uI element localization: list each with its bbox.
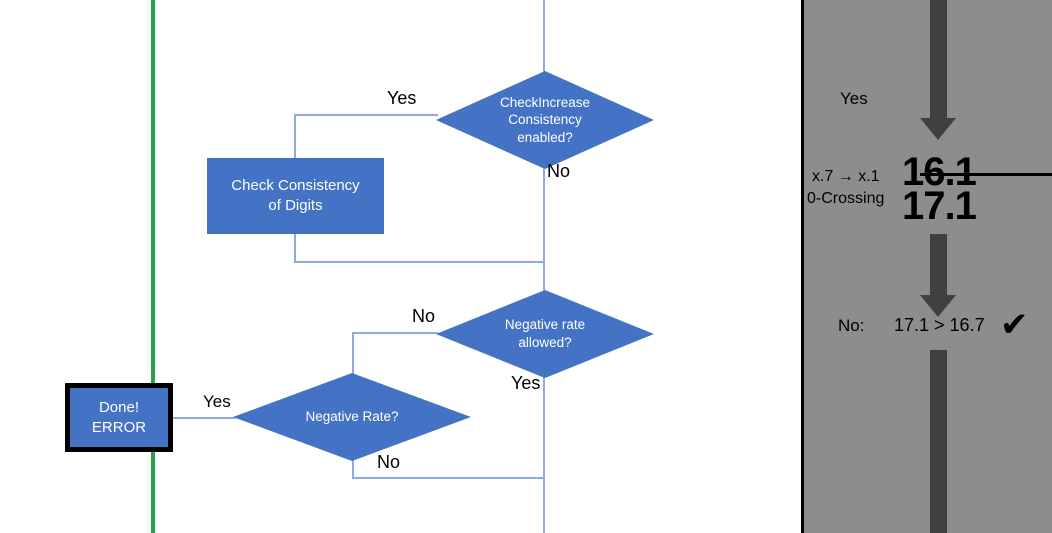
connector-consistency-exit-vertical — [294, 233, 296, 262]
connector-yes-to-consistency-vertical — [294, 114, 296, 159]
panel-row-1-label: x.7 → x.1 — [812, 168, 880, 185]
panel-branch-label: Yes — [840, 89, 868, 108]
decision-label-line-1: CheckIncrease — [499, 94, 591, 110]
terminator-label-line-2: ERROR — [91, 418, 147, 436]
process-label-line-1: Check Consistency — [231, 177, 360, 195]
edge-label-done-error-yes: Yes — [203, 392, 231, 411]
decision-label-line-1: Negative Rate? — [305, 409, 399, 425]
decision-label-line-3: enabled? — [517, 129, 573, 145]
edge-label-negative-rate-allowed-yes: Yes — [511, 373, 541, 393]
negative-rate-decision[interactable]: Negative Rate? — [233, 373, 471, 461]
done-error-terminator[interactable]: Done! ERROR — [65, 383, 173, 452]
panel-comparison-checkmark: ✔ — [1000, 306, 1029, 344]
process-label-line-2: of Digits — [268, 197, 323, 214]
panel-arrow-2-shaft — [930, 234, 947, 297]
edge-label-check-increase-no: No — [547, 161, 571, 181]
edge-label-check-increase-yes: Yes — [387, 88, 417, 108]
check-consistency-of-digits-process[interactable]: Check Consistency of Digits — [207, 158, 384, 234]
connector-allowed-yes-spine — [543, 358, 545, 533]
negative-rate-allowed-decision[interactable]: Negative rate allowed? — [436, 290, 654, 378]
connector-negrate-yes-to-error — [172, 417, 236, 419]
connector-negrate-no-horizontal — [352, 477, 544, 479]
panel-comparison-expression: 17.1 > 16.7 — [894, 315, 985, 335]
check-increase-consistency-decision[interactable]: CheckIncrease Consistency enabled? — [436, 71, 654, 169]
panel-arrow-1-head — [920, 118, 956, 140]
panel-comparison-prefix: No: — [838, 316, 865, 335]
edge-label-negative-rate-allowed-no: No — [412, 306, 436, 326]
connector-no-spine — [543, 147, 545, 307]
panel-row-2-label: 0-Crossing — [807, 190, 885, 207]
connector-allowed-no-vertical — [352, 332, 354, 374]
panel-arrow-3-shaft — [930, 350, 947, 533]
green-divider-line — [151, 0, 155, 533]
panel-arrow-2-head — [920, 295, 956, 317]
decision-label-line-2: Consistency — [508, 112, 582, 128]
terminator-label-line-1: Done! — [98, 398, 139, 416]
connector-negrate-no-vertical — [352, 459, 354, 478]
connector-top-spine — [543, 0, 545, 82]
annotation-panel: Yes x.7 → x.1 16.1 0-Crossing 17.1 No: 1… — [801, 0, 1052, 533]
connector-yes-to-consistency-horizontal — [294, 114, 438, 116]
edge-label-negative-rate-no: No — [377, 452, 401, 472]
decision-label-line-1: Negative rate — [504, 317, 586, 333]
panel-row-1-value: 16.1 — [902, 152, 1052, 192]
panel-row-2-value: 17.1 — [902, 184, 977, 228]
connector-consistency-exit-horizontal — [294, 261, 544, 263]
connector-allowed-no-horizontal — [352, 332, 438, 334]
panel-arrow-1-shaft — [930, 0, 947, 120]
decision-label-line-2: allowed? — [518, 335, 572, 350]
